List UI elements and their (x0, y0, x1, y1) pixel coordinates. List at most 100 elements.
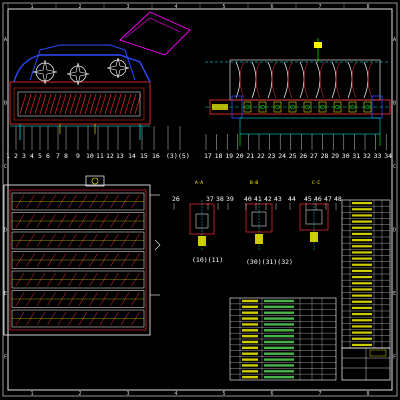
balloon-(3): (3) (166, 152, 178, 160)
bom-right-grid (342, 200, 390, 348)
zone-bottom-1: 1 (30, 391, 33, 397)
zone-top-6: 6 (270, 4, 273, 10)
zone-top-8: 8 (366, 4, 369, 10)
balloon-43: 43 (274, 195, 282, 203)
balloon-41: 41 (254, 195, 262, 203)
balloon-22: 22 (257, 152, 265, 160)
balloon-47: 47 (324, 195, 332, 203)
balloon-31: 31 (352, 152, 360, 160)
balloon-2: 2 (14, 152, 18, 160)
balloon-29: 29 (331, 152, 339, 160)
zone-right-E: E (393, 291, 396, 297)
balloon-1: 1 (6, 152, 10, 160)
balloon-40: 40 (244, 195, 252, 203)
balloon-30: 30 (342, 152, 350, 160)
balloon-34: 34 (384, 152, 392, 160)
zone-top-1: 1 (30, 4, 33, 10)
balloon-33: 33 (374, 152, 382, 160)
balloon-39: 39 (226, 195, 234, 203)
balloon-4: 4 (30, 152, 34, 160)
zone-left-E: E (4, 291, 7, 297)
balloon-7: 7 (56, 152, 60, 160)
zone-top-2: 2 (78, 4, 81, 10)
detail-view-a[interactable]: A-A (10)(11) (189, 180, 223, 264)
balloon-19: 19 (225, 152, 233, 160)
zone-left-F: F (4, 354, 7, 360)
balloon-6: 6 (46, 152, 50, 160)
zone-bottom-8: 8 (366, 391, 369, 397)
balloon-42: 42 (264, 195, 272, 203)
balloon-16: 16 (152, 152, 160, 160)
balloon-23: 23 (268, 152, 276, 160)
zone-left-A: A (4, 37, 7, 43)
shaft-components (243, 101, 372, 113)
zone-bottom-5: 5 (222, 391, 225, 397)
star-wheel-right (106, 57, 130, 79)
front-section-view[interactable] (205, 38, 392, 146)
zone-right-A: A (393, 37, 396, 43)
balloon-26: 26 (172, 195, 180, 203)
balloon-37: 37 (206, 195, 214, 203)
detail-label-b: B-B (250, 180, 258, 186)
plan-view[interactable] (3, 175, 161, 336)
zone-left-C: C (4, 164, 7, 170)
zone-bottom-2: 2 (78, 391, 81, 397)
balloon-3: 3 (22, 152, 26, 160)
balloon-(5): (5) (178, 152, 190, 160)
star-wheel-left (32, 59, 58, 85)
balloon-18: 18 (215, 152, 223, 160)
balloon-14: 14 (128, 152, 136, 160)
balloon-32: 32 (363, 152, 371, 160)
balloon-10: 10 (86, 152, 94, 160)
balloon-20: 20 (236, 152, 244, 160)
detail-view-c[interactable]: C-C (299, 180, 329, 250)
detail-label-c: C-C (312, 180, 320, 186)
star-wheel-mid (66, 62, 90, 86)
zone-top-3: 3 (126, 4, 129, 10)
balloon-28: 28 (321, 152, 329, 160)
balloon-8: 8 (64, 152, 68, 160)
detail-ref-a: (10)(11) (192, 256, 223, 264)
blade-row (235, 61, 373, 99)
zone-bottom-3: 3 (126, 391, 129, 397)
balloon-13: 13 (116, 152, 124, 160)
bill-of-materials-right[interactable] (341, 199, 391, 349)
balloon-15: 15 (140, 152, 148, 160)
balloon-48: 48 (334, 195, 342, 203)
rotor-body (19, 93, 142, 115)
balloon-27: 27 (310, 152, 318, 160)
balloon-17: 17 (204, 152, 212, 160)
side-elevation-view[interactable] (9, 11, 191, 140)
balloon-45: 45 (304, 195, 312, 203)
balloon-38: 38 (216, 195, 224, 203)
balloon-11: 11 (96, 152, 104, 160)
balloon-44: 44 (288, 195, 296, 203)
zone-left-B: B (4, 100, 7, 106)
zone-top-7: 7 (318, 4, 321, 10)
balloon-9: 9 (76, 152, 80, 160)
balloon-24: 24 (278, 152, 286, 160)
balloon-12: 12 (106, 152, 114, 160)
plan-view-rows (11, 192, 145, 328)
detail-ref-b: (30)(31)(32) (246, 258, 293, 266)
zone-bottom-4: 4 (174, 391, 177, 397)
title-block[interactable] (341, 347, 391, 381)
zone-top-5: 5 (222, 4, 225, 10)
bom-left-grid (230, 298, 336, 380)
zone-bottom-7: 7 (318, 391, 321, 397)
zone-right-D: D (393, 227, 396, 233)
zone-right-B: B (393, 100, 396, 106)
detail-view-b[interactable]: B-B (30)(31)(32) (245, 180, 293, 266)
balloon-25: 25 (289, 152, 297, 160)
zone-left-D: D (4, 227, 7, 233)
bill-of-materials-left[interactable] (229, 297, 337, 381)
balloon-46: 46 (314, 195, 322, 203)
zone-right-F: F (393, 354, 396, 360)
balloon-26: 26 (299, 152, 307, 160)
zone-top-4: 4 (174, 4, 177, 10)
balloon-21: 21 (246, 152, 254, 160)
